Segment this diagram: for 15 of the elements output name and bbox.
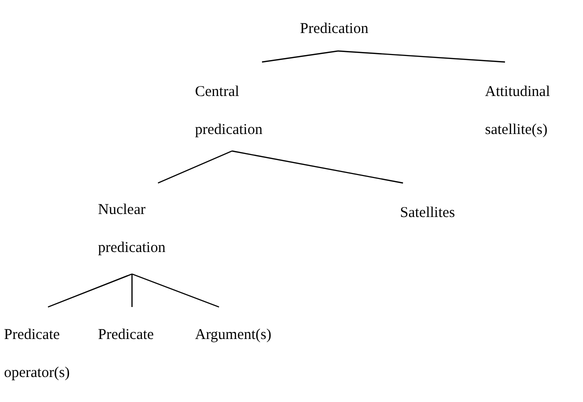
tree-branch-line [48, 273, 132, 308]
tree-branch-line [131, 274, 133, 307]
tree-branch-line [232, 150, 404, 184]
node-label: Central predication [195, 83, 264, 140]
tree-branch-line [158, 150, 232, 184]
tree-branch-line [132, 273, 220, 308]
tree-branch-line [338, 50, 506, 63]
node-label: Nuclear predication [98, 201, 166, 258]
node-label: Attitudinal satellite(s) [485, 83, 551, 140]
tree-branch-line [262, 50, 338, 63]
node-label: Predication [300, 20, 370, 39]
node-label: Predicate [98, 326, 155, 345]
node-label: Predicate operator(s) [4, 326, 71, 383]
node-label: Satellites [400, 204, 456, 223]
node-label: Argument(s) [195, 326, 272, 345]
